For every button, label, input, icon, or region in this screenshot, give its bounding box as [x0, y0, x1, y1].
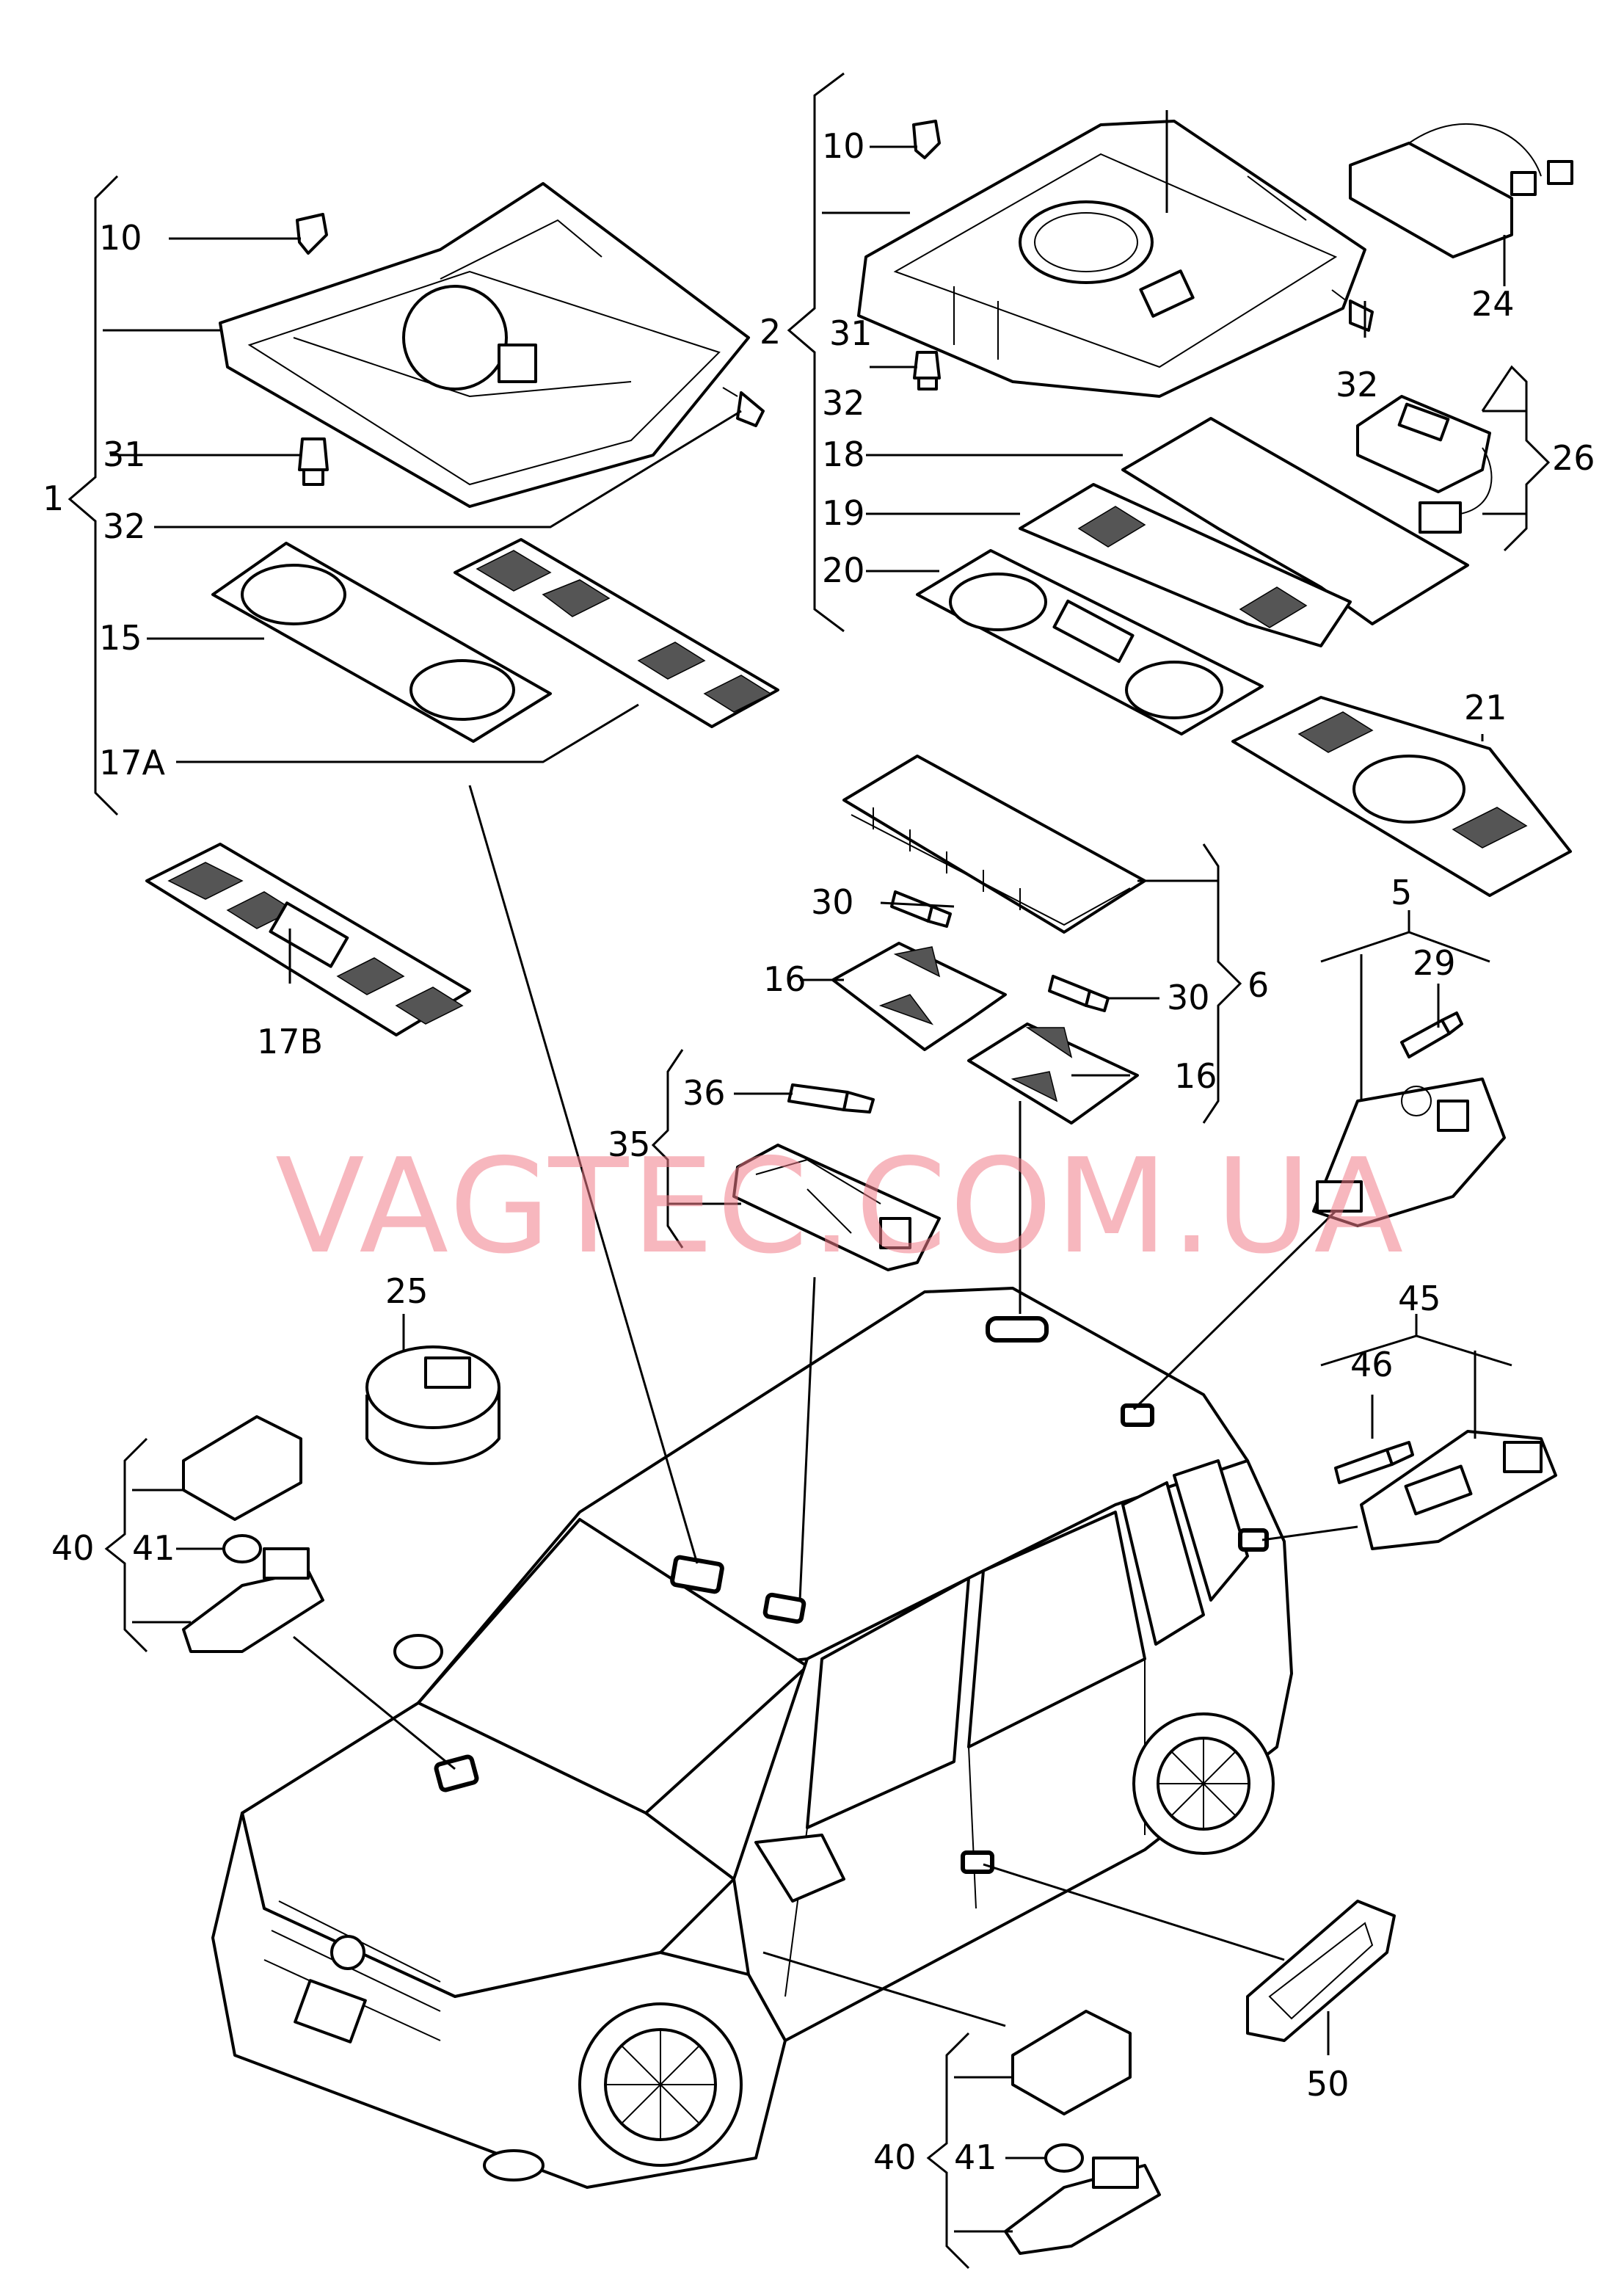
callout-17a: 17A — [99, 743, 166, 782]
callout-45: 45 — [1398, 1279, 1441, 1318]
vehicle-illustration — [211, 1287, 1293, 2189]
callout-18: 18 — [822, 435, 865, 474]
lamp-6 — [842, 755, 1146, 934]
callout-40-right: 40 — [873, 2137, 917, 2177]
clip-10-left-icon — [296, 213, 328, 255]
overhead-console-2 — [857, 120, 1366, 398]
switch-26 — [1356, 395, 1493, 534]
bulb-29-icon — [1400, 1011, 1463, 1058]
lens-17a — [454, 538, 779, 728]
bulb-41-left-icon — [222, 1534, 262, 1563]
lens-17b — [145, 843, 471, 1036]
module-24 — [1349, 123, 1573, 258]
lamp-40-right — [1004, 2010, 1161, 2255]
lens-20 — [916, 549, 1264, 735]
callout-40-left: 40 — [51, 1528, 95, 1568]
trim-50 — [1246, 1900, 1396, 2042]
lamp-45 — [1360, 1430, 1557, 1550]
watermark: VAGTEC.COM.UA — [275, 1130, 1406, 1282]
bulb-31-right-icon — [913, 351, 941, 390]
bulb-46-icon — [1334, 1441, 1414, 1484]
trim-19 — [1019, 483, 1352, 647]
callout-35: 35 — [608, 1125, 651, 1164]
festoon-bulb-30-right-icon — [1048, 975, 1110, 1012]
bulb-41-right-icon — [1044, 2143, 1084, 2173]
screw-32-left-icon — [722, 387, 765, 427]
bulb-31-left-icon — [298, 437, 329, 486]
callout-2: 2 — [760, 312, 781, 352]
trim-18 — [1121, 417, 1469, 625]
callout-31-right: 31 — [829, 313, 873, 353]
callout-41-left: 41 — [132, 1528, 175, 1568]
overhead-console-1 — [219, 182, 750, 508]
callout-32-right: 32 — [1336, 365, 1379, 404]
callout-29: 29 — [1413, 943, 1456, 983]
callout-16-right: 16 — [1174, 1056, 1217, 1096]
lens-16-right — [967, 1022, 1139, 1125]
callout-26: 26 — [1552, 438, 1595, 478]
lens-16-left — [831, 942, 1007, 1051]
lamp-40-left — [182, 1415, 324, 1653]
lamp-5 — [1312, 1078, 1506, 1227]
callout-32-mid: 32 — [822, 383, 865, 423]
callout-16-left: 16 — [763, 959, 806, 999]
callout-24: 24 — [1471, 284, 1515, 324]
callout-21: 21 — [1464, 688, 1507, 727]
bulb-36-icon — [787, 1083, 875, 1114]
callout-36: 36 — [682, 1073, 726, 1113]
callout-5: 5 — [1391, 873, 1412, 912]
callout-30-right: 30 — [1167, 978, 1210, 1017]
sensor-25 — [365, 1345, 500, 1465]
callout-50: 50 — [1306, 2064, 1350, 2104]
callout-15: 15 — [99, 618, 142, 658]
callout-32-left: 32 — [103, 506, 146, 546]
callout-1: 1 — [43, 479, 64, 518]
lens-21 — [1231, 696, 1572, 897]
callout-10-right: 10 — [822, 126, 865, 166]
clip-10-right-icon — [912, 120, 941, 159]
callout-19: 19 — [822, 493, 865, 533]
callout-10-left: 10 — [99, 218, 142, 258]
lens-15 — [211, 542, 552, 743]
callout-46: 46 — [1350, 1345, 1394, 1384]
callout-17b: 17B — [257, 1022, 323, 1061]
callout-30-left: 30 — [811, 882, 854, 922]
leader-lines — [68, 72, 1551, 2270]
callout-31-left: 31 — [103, 435, 146, 474]
lamp-35 — [732, 1144, 941, 1271]
callout-25: 25 — [385, 1271, 429, 1311]
callout-41-right: 41 — [954, 2137, 997, 2177]
callout-20: 20 — [822, 551, 865, 590]
callout-6: 6 — [1248, 965, 1269, 1005]
festoon-bulb-30-left-icon — [890, 890, 952, 928]
callout-labels: 1 2 5 6 10 10 15 16 16 17A 17B 18 19 20 … — [43, 126, 1595, 2177]
